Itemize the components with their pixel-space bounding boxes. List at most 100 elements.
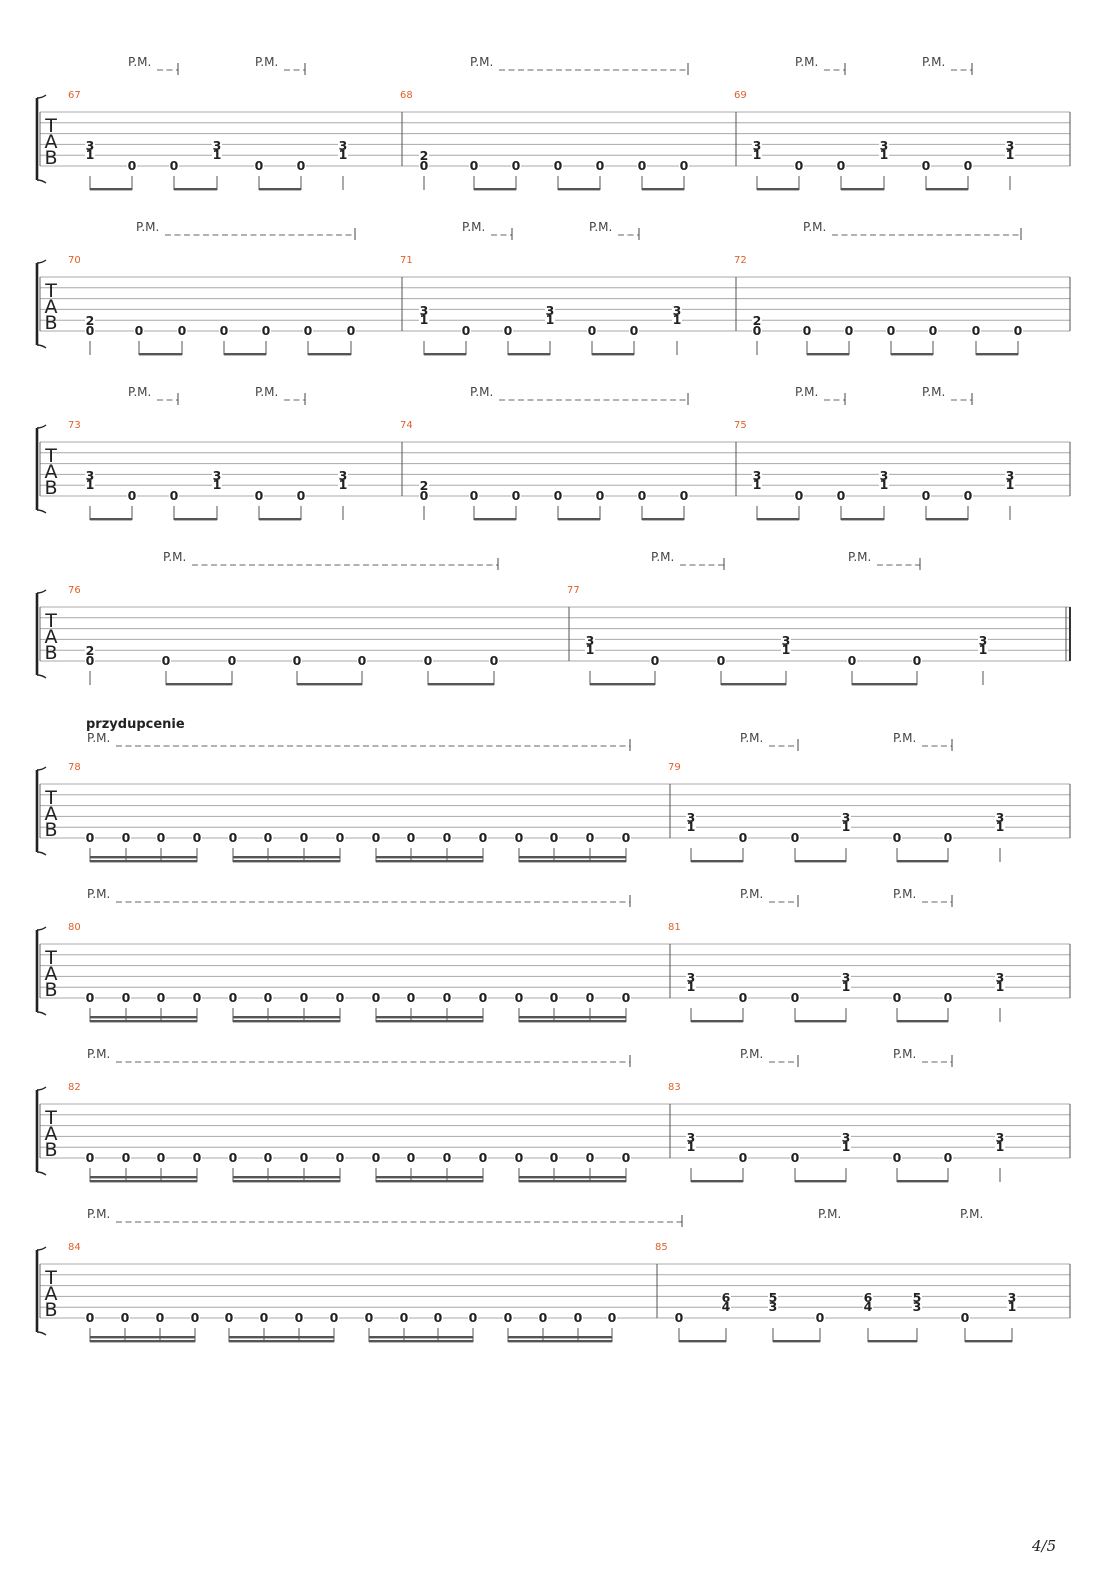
fret-number: 3 bbox=[753, 468, 762, 483]
fret-background bbox=[468, 1312, 478, 1323]
fret-number: 0 bbox=[638, 158, 647, 173]
fret-number: 0 bbox=[178, 323, 187, 338]
fret-background bbox=[127, 160, 137, 171]
fret-background bbox=[85, 992, 95, 1003]
beam-secondary bbox=[508, 1336, 612, 1339]
fret-number: 2 bbox=[420, 478, 429, 493]
fret-number: 0 bbox=[228, 653, 237, 668]
fret-number: 1 bbox=[996, 819, 1005, 834]
palm-mute-label: P.M. bbox=[470, 385, 493, 399]
beam bbox=[795, 1180, 846, 1183]
fret-number: 0 bbox=[157, 830, 166, 845]
fret-number: 3 bbox=[782, 633, 791, 648]
fret-number: 3 bbox=[1006, 468, 1015, 483]
fret-number: 0 bbox=[550, 830, 559, 845]
fret-number: 1 bbox=[880, 477, 889, 492]
fret-number: 0 bbox=[675, 1310, 684, 1325]
fret-background bbox=[1013, 325, 1023, 336]
fret-background bbox=[85, 645, 95, 667]
fret-background bbox=[303, 325, 313, 336]
palm-mute-label: P.M. bbox=[87, 1207, 110, 1221]
fret-background bbox=[419, 150, 429, 172]
fret-number: 0 bbox=[515, 1150, 524, 1165]
fret-background bbox=[621, 992, 631, 1003]
fret-background bbox=[261, 325, 271, 336]
fret-background bbox=[228, 992, 238, 1003]
fret-number: 0 bbox=[651, 653, 660, 668]
beam bbox=[795, 860, 846, 863]
fret-background bbox=[254, 490, 264, 501]
fret-number: 0 bbox=[86, 323, 95, 338]
fret-number: 0 bbox=[586, 830, 595, 845]
fret-number: 3 bbox=[339, 468, 348, 483]
fret-background bbox=[478, 1152, 488, 1163]
beam-secondary bbox=[376, 1016, 483, 1019]
beam bbox=[376, 1180, 483, 1183]
fret-background bbox=[802, 325, 812, 336]
beam-secondary bbox=[519, 856, 626, 859]
measure-number: 83 bbox=[668, 1082, 681, 1093]
fret-background bbox=[511, 490, 521, 501]
fret-number: 0 bbox=[913, 653, 922, 668]
fret-number: 0 bbox=[86, 990, 95, 1005]
measure-number: 68 bbox=[400, 90, 413, 101]
fret-number: 0 bbox=[420, 158, 429, 173]
fret-number: 0 bbox=[293, 653, 302, 668]
bracket-hook-top bbox=[36, 926, 47, 931]
fret-number: 0 bbox=[170, 488, 179, 503]
fret-background bbox=[538, 1312, 548, 1323]
fret-number: 1 bbox=[339, 147, 348, 162]
beam bbox=[976, 353, 1018, 356]
fret-number: 3 bbox=[996, 810, 1005, 825]
beam-secondary bbox=[90, 1176, 197, 1179]
tab-clef-letter: B bbox=[44, 1139, 57, 1161]
fret-number: 1 bbox=[213, 147, 222, 162]
fret-number: 0 bbox=[424, 653, 433, 668]
fret-number: 0 bbox=[512, 488, 521, 503]
fret-number: 0 bbox=[479, 990, 488, 1005]
fret-background bbox=[212, 470, 222, 492]
fret-background bbox=[134, 325, 144, 336]
beam bbox=[590, 683, 655, 686]
fret-number: 0 bbox=[220, 323, 229, 338]
fret-background bbox=[928, 325, 938, 336]
measure-number: 80 bbox=[68, 922, 81, 933]
fret-background bbox=[679, 490, 689, 501]
bracket-hook-top bbox=[36, 424, 47, 429]
fret-number: 0 bbox=[157, 1150, 166, 1165]
fret-background bbox=[1007, 1292, 1017, 1314]
fret-background bbox=[514, 1152, 524, 1163]
palm-mute-label: P.M. bbox=[893, 731, 916, 745]
fret-number: 0 bbox=[300, 990, 309, 1005]
fret-number: 0 bbox=[504, 323, 513, 338]
fret-number: 1 bbox=[687, 979, 696, 994]
fret-background bbox=[836, 490, 846, 501]
fret-number: 0 bbox=[434, 1310, 443, 1325]
measure-number: 77 bbox=[567, 585, 580, 596]
fret-background bbox=[549, 832, 559, 843]
fret-number: 1 bbox=[996, 1139, 1005, 1154]
fret-number: 0 bbox=[816, 1310, 825, 1325]
fret-number: 0 bbox=[845, 323, 854, 338]
fret-number: 0 bbox=[365, 1310, 374, 1325]
fret-background bbox=[794, 490, 804, 501]
fret-background bbox=[190, 1312, 200, 1323]
fret-number: 0 bbox=[156, 1310, 165, 1325]
tab-clef-letter: T bbox=[44, 280, 57, 302]
fret-number: 0 bbox=[304, 323, 313, 338]
fret-background bbox=[263, 1152, 273, 1163]
fret-number: 0 bbox=[470, 158, 479, 173]
fret-number: 1 bbox=[687, 1139, 696, 1154]
fret-number: 0 bbox=[795, 158, 804, 173]
fret-number: 0 bbox=[462, 323, 471, 338]
fret-background bbox=[971, 325, 981, 336]
bracket-hook-bottom bbox=[36, 179, 47, 184]
palm-mute-label: P.M. bbox=[470, 55, 493, 69]
fret-number: 0 bbox=[407, 990, 416, 1005]
fret-background bbox=[127, 490, 137, 501]
fret-number: 1 bbox=[979, 642, 988, 657]
beam bbox=[297, 683, 362, 686]
section-label: przydupcenie bbox=[86, 717, 185, 732]
fret-number: 0 bbox=[622, 990, 631, 1005]
tab-clef-letter: T bbox=[44, 1267, 57, 1289]
